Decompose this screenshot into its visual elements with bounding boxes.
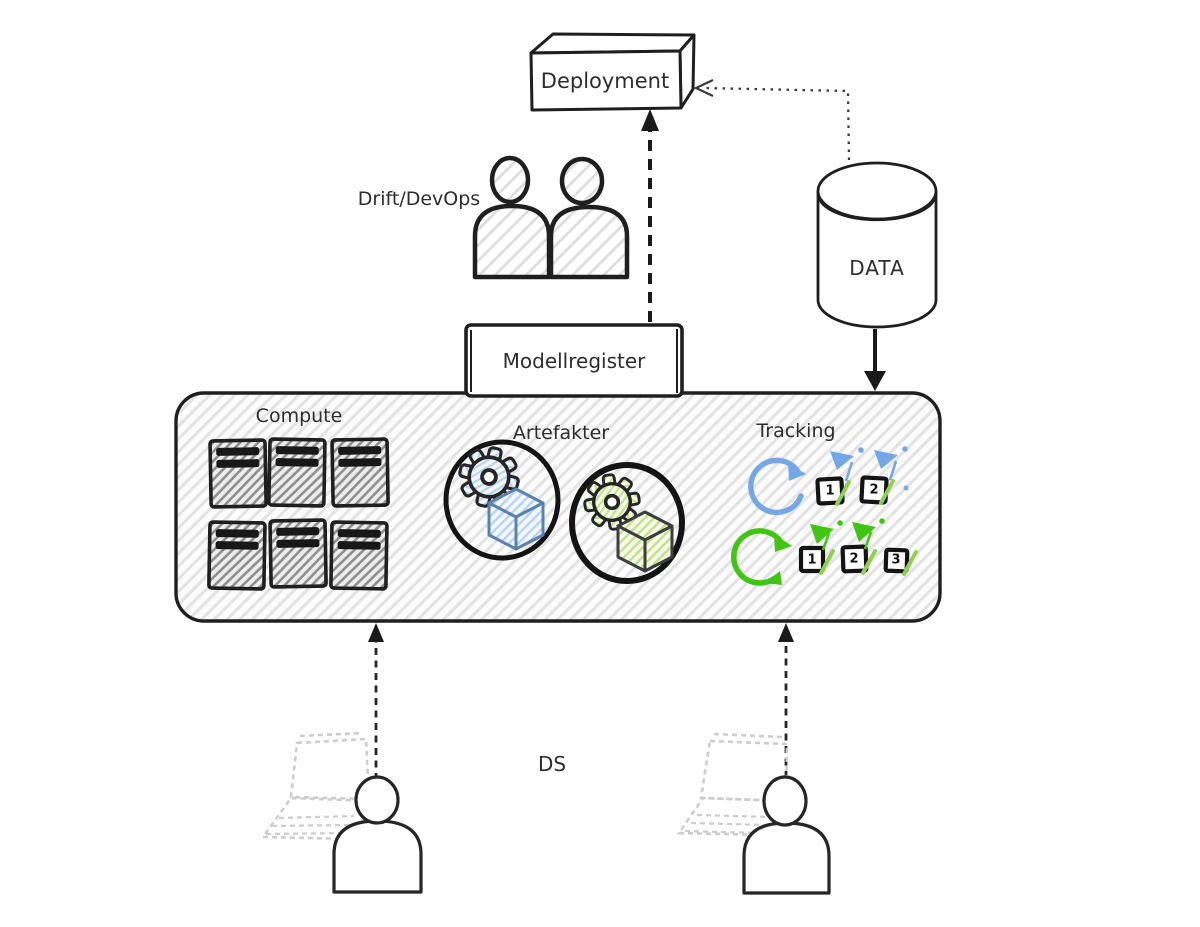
- run-box: [815, 476, 845, 506]
- flag-icon: [810, 520, 843, 551]
- check-icon: [819, 549, 835, 575]
- box-3d-front: [529, 49, 683, 112]
- run-number: 3: [891, 552, 901, 568]
- run-number: 1: [825, 483, 835, 499]
- modellregister-node: [464, 323, 684, 398]
- artefakter-label: Artefakter: [512, 422, 610, 444]
- deployment-node: [529, 32, 696, 112]
- run-box: [798, 545, 826, 574]
- run-number: 2: [849, 551, 859, 567]
- compute-servers: [207, 437, 390, 591]
- data-label: DATA: [849, 256, 905, 280]
- cube-icon: [616, 510, 674, 573]
- check-icon: [902, 550, 918, 576]
- refresh-icon-green: [731, 528, 792, 586]
- modellregister-label: Modellregister: [502, 349, 646, 373]
- run-box: [883, 547, 910, 574]
- tracking-label: Tracking: [756, 420, 836, 442]
- person-icon: [472, 155, 552, 280]
- gear-icon: [458, 446, 520, 508]
- server-icon: [330, 437, 390, 508]
- person-icon: [548, 156, 630, 280]
- compute-label: Compute: [255, 405, 343, 427]
- cube-icon: [487, 487, 545, 551]
- server-icon: [207, 520, 267, 591]
- flag-icon: [874, 446, 909, 491]
- refresh-icon-blue: [748, 457, 806, 516]
- gear-icon: [583, 473, 641, 531]
- server-icon: [208, 438, 268, 509]
- flag-icon: [830, 447, 864, 482]
- run-number: 1: [807, 552, 817, 568]
- dotted-arrow-data-to-deployment: [693, 79, 851, 161]
- run-number: 2: [869, 482, 879, 498]
- ds-label: DS: [537, 752, 567, 776]
- drift-devops-label: Drift/DevOps: [357, 188, 481, 210]
- run-box: [840, 544, 869, 574]
- ds-user-left: [332, 775, 423, 894]
- server-icon: [268, 518, 328, 589]
- server-icon: [329, 520, 389, 591]
- tracking-row-blue: [748, 446, 909, 516]
- dashed-arrow-register-to-deployment: [641, 109, 659, 322]
- artefakt-circle-green: [569, 462, 685, 584]
- dashed-arrow-ds-left: [368, 623, 384, 780]
- check-icon: [879, 479, 895, 505]
- server-icon: [267, 437, 327, 508]
- artefakt-circle-blue: [443, 439, 561, 561]
- check-icon: [835, 480, 851, 506]
- ds-user-right: [742, 775, 831, 895]
- dashed-arrow-ds-right: [778, 623, 794, 778]
- check-icon: [861, 549, 877, 575]
- deployment-label: Deployment: [540, 69, 670, 93]
- flag-icon: [852, 518, 885, 550]
- database-icon: [816, 161, 938, 329]
- tracking-row-green: [731, 518, 918, 586]
- drift-devops-users-icon: [472, 155, 630, 280]
- arrow-data-to-platform: [864, 329, 886, 391]
